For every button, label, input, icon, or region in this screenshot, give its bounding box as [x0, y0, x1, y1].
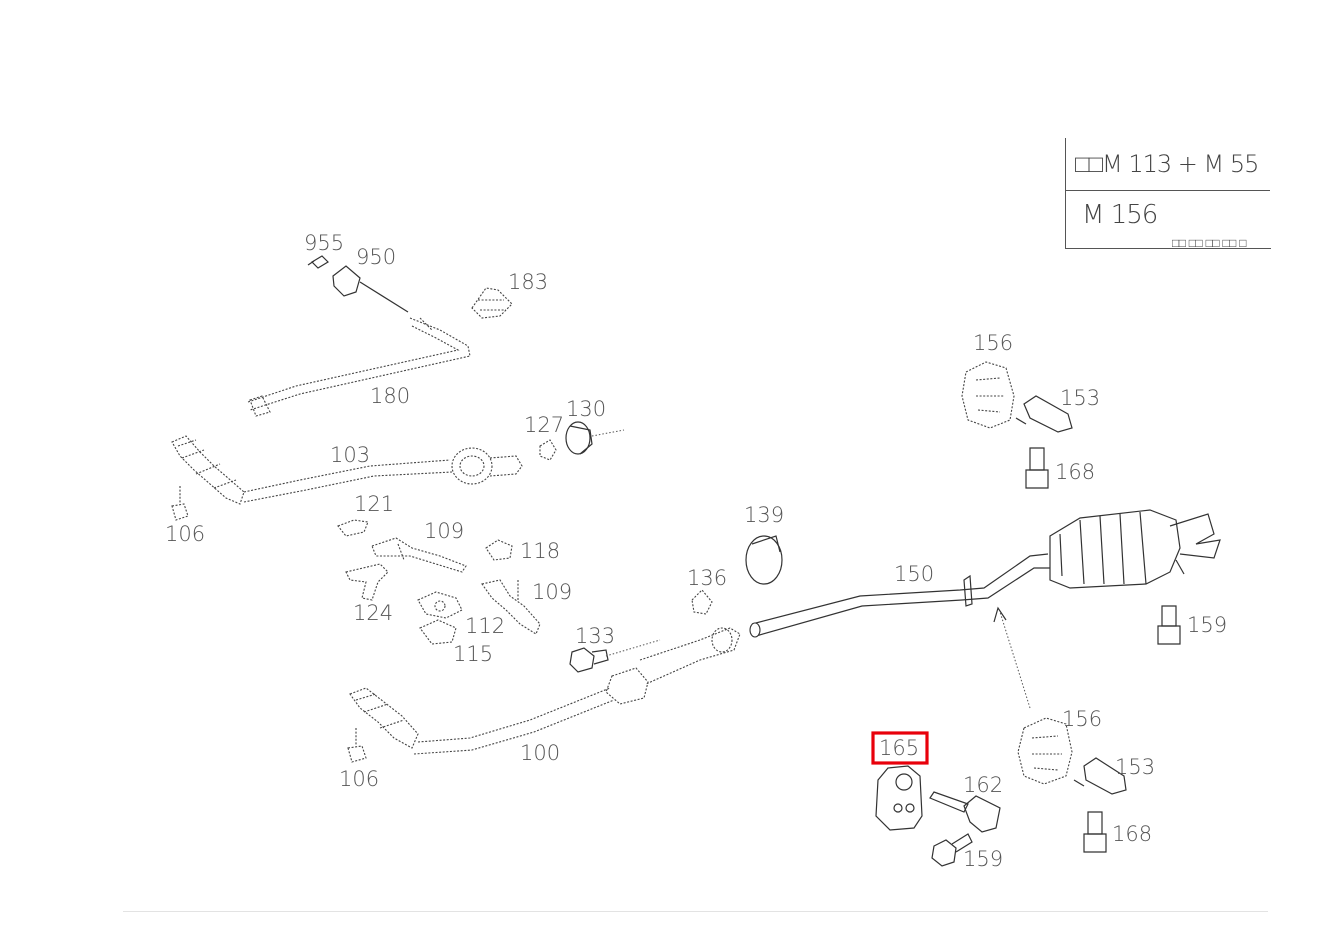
- part-100-front-pipe-lower[interactable]: [349, 627, 741, 755]
- callout-159-lower[interactable]: 159: [963, 847, 1003, 871]
- part-103-front-pipe-left[interactable]: [171, 435, 453, 505]
- part-153-bracket-lower[interactable]: [1073, 757, 1127, 795]
- part-121-bracket[interactable]: [337, 519, 369, 537]
- callout-100[interactable]: 100: [520, 741, 560, 765]
- callout-153-lower[interactable]: 153: [1115, 755, 1155, 779]
- callout-106-upper[interactable]: 106: [165, 522, 205, 546]
- part-103-catalytic-body[interactable]: [451, 447, 523, 485]
- callout-127[interactable]: 127: [524, 413, 564, 437]
- callout-106-lower[interactable]: 106: [339, 767, 379, 791]
- part-159-bolt-right[interactable]: [1157, 605, 1181, 645]
- callout-136[interactable]: 136: [687, 566, 727, 590]
- part-118-nut[interactable]: [485, 539, 513, 561]
- part-159-bolt-lower[interactable]: [931, 833, 973, 867]
- callout-121[interactable]: 121: [354, 492, 394, 516]
- part-153-bracket-upper[interactable]: [1015, 395, 1073, 433]
- bottom-divider: [123, 911, 1268, 912]
- callout-168-lower[interactable]: 168: [1112, 822, 1152, 846]
- part-955-plug[interactable]: [307, 255, 329, 269]
- part-109-bracket-lower[interactable]: [481, 579, 541, 635]
- callout-109-upper[interactable]: 109: [424, 519, 464, 543]
- part-109-bracket-upper[interactable]: [371, 537, 467, 573]
- callout-156-lower[interactable]: 156: [1062, 707, 1102, 731]
- callout-162[interactable]: 162: [963, 773, 1003, 797]
- callout-165[interactable]: 165: [879, 736, 919, 760]
- part-124-bracket[interactable]: [345, 563, 389, 601]
- callout-112[interactable]: 112: [465, 614, 505, 638]
- callout-183[interactable]: 183: [508, 270, 548, 294]
- part-183-clamp[interactable]: [471, 287, 513, 319]
- callout-139[interactable]: 139: [744, 503, 784, 527]
- part-156-rubber-mount-upper[interactable]: [961, 361, 1015, 429]
- part-168-bolt-upper[interactable]: [1025, 447, 1049, 489]
- part-130-clamp[interactable]: [565, 421, 625, 455]
- callout-109-lower[interactable]: 109: [532, 580, 572, 604]
- callout-180[interactable]: 180: [370, 384, 410, 408]
- part-150-pointer-arrow: [993, 606, 1031, 709]
- part-180-front-pipe[interactable]: [247, 317, 471, 417]
- engine-legend-note: □□ □□ □□ □□ □: [1172, 236, 1247, 250]
- part-950-sensor[interactable]: [332, 265, 409, 313]
- callout-156-upper[interactable]: 156: [973, 331, 1013, 355]
- callout-950[interactable]: 950: [356, 245, 396, 269]
- callout-124[interactable]: 124: [353, 601, 393, 625]
- callout-159-right[interactable]: 159: [1187, 613, 1227, 637]
- part-133-bolt[interactable]: [569, 639, 661, 673]
- callout-153-upper[interactable]: 153: [1060, 386, 1100, 410]
- callout-115[interactable]: 115: [453, 642, 493, 666]
- part-165-rubber-mount[interactable]: [875, 765, 923, 831]
- engine-legend-line-2: M 156: [1082, 200, 1158, 230]
- callout-955[interactable]: 955: [304, 231, 344, 255]
- part-106-nut-upper[interactable]: [171, 486, 189, 521]
- engine-legend-divider: [1066, 190, 1270, 191]
- callout-103[interactable]: 103: [330, 443, 370, 467]
- part-106-nut-lower[interactable]: [347, 728, 367, 763]
- part-156-rubber-mount-lower[interactable]: [1017, 717, 1073, 785]
- part-162-bracket[interactable]: [929, 791, 1001, 833]
- part-139-clamp[interactable]: [745, 535, 783, 585]
- part-168-bolt-lower[interactable]: [1083, 811, 1107, 853]
- callout-130[interactable]: 130: [566, 397, 606, 421]
- part-112-mount[interactable]: [417, 591, 463, 619]
- callout-150[interactable]: 150: [894, 562, 934, 586]
- engine-legend-box: [1065, 138, 1271, 249]
- part-127-gasket[interactable]: [539, 439, 557, 461]
- part-136-ring[interactable]: [691, 589, 713, 615]
- callout-133[interactable]: 133: [575, 624, 615, 648]
- highlight-box-165: [871, 731, 929, 765]
- part-150-rear-silencer[interactable]: [749, 509, 1221, 638]
- callout-118[interactable]: 118: [520, 539, 560, 563]
- engine-legend-line-1: □□M 113 + M 55: [1075, 150, 1259, 178]
- part-115-mount[interactable]: [419, 619, 457, 645]
- callout-168-upper[interactable]: 168: [1055, 460, 1095, 484]
